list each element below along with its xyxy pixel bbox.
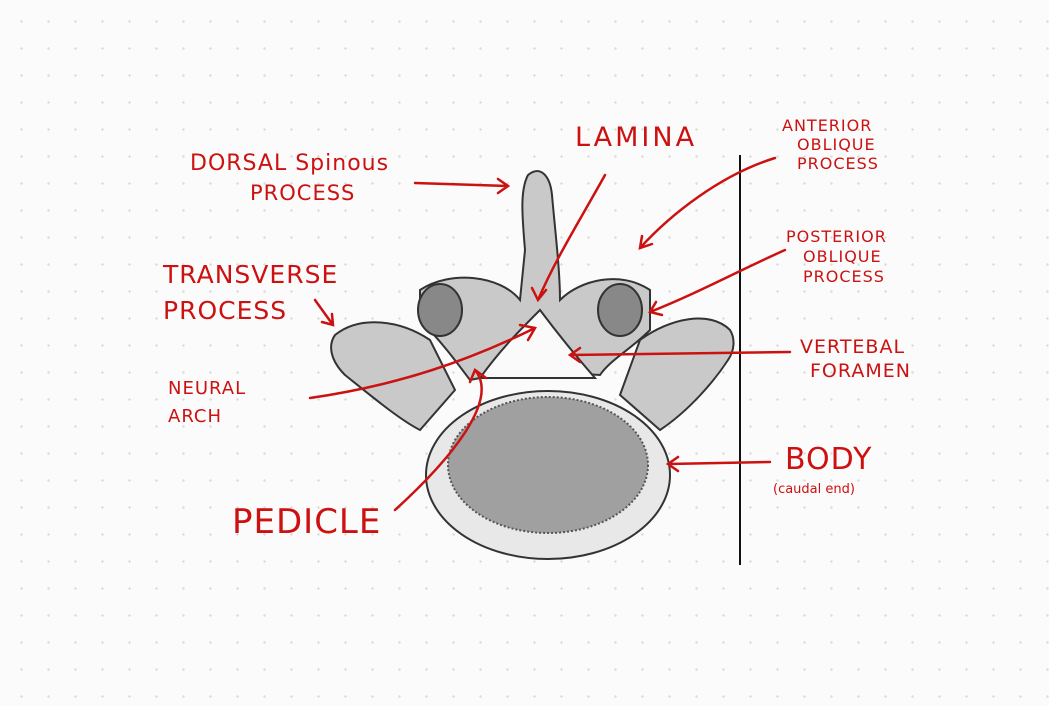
label-pedicle: PEDICLE — [232, 502, 382, 542]
label-posterior: POSTERIOR — [786, 227, 887, 246]
arrow-transverse — [313, 298, 335, 327]
arrow-body — [665, 455, 772, 473]
annotation-arrows — [308, 156, 792, 512]
label-anterior: ANTERIOR — [782, 116, 873, 135]
label-arch: ARCH — [168, 406, 223, 427]
arrow-lamina — [530, 173, 607, 303]
label-foramen: FORAMEN — [810, 360, 911, 382]
label-anterior-oblique: OBLIQUE — [797, 135, 876, 154]
label-transverse-process: PROCESS — [163, 296, 288, 325]
label-body-note: (caudal end) — [773, 482, 855, 497]
label-body: BODY — [785, 442, 873, 477]
label-lamina: LAMINA — [575, 122, 698, 153]
label-dorsal-spinous: DORSAL Spinous — [190, 151, 390, 176]
label-posterior-process: PROCESS — [803, 267, 885, 286]
vertebra-drawing — [330, 170, 735, 560]
label-transverse: TRANSVERSE — [163, 260, 339, 289]
label-vertebal: VERTEBAL — [800, 336, 906, 358]
arrow-anterior-oblique — [638, 156, 777, 250]
label-dorsal-spinous-process: PROCESS — [250, 181, 356, 205]
label-neural: NEURAL — [168, 378, 247, 399]
arrow-neural-arch — [308, 323, 537, 400]
label-posterior-oblique: OBLIQUE — [803, 247, 882, 266]
arrow-posterior-oblique — [648, 248, 787, 317]
arrow-foramen — [567, 346, 792, 364]
label-anterior-process: PROCESS — [797, 154, 879, 173]
arrow-dorsal-spinous — [413, 177, 511, 195]
arrow-pedicle — [393, 368, 488, 512]
